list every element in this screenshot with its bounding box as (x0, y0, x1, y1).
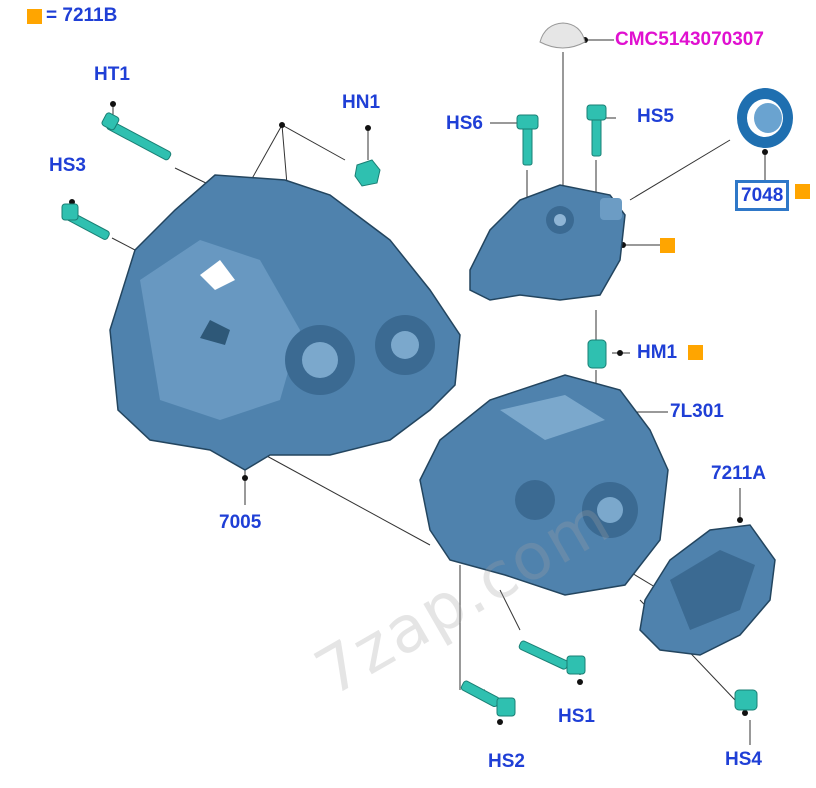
callout-7048-highlighted[interactable]: 7048 (735, 180, 790, 211)
seal-7048 (737, 88, 793, 148)
bolt-HS4 (734, 689, 758, 711)
gearbox-case-7L301 (419, 374, 669, 596)
nut-HN1 (354, 159, 381, 187)
marker-square-selector-housing (660, 238, 675, 253)
selector-housing (469, 184, 626, 301)
clutch-housing-7005 (109, 174, 461, 471)
callout-CMC5143070307[interactable]: CMC5143070307 (615, 29, 764, 50)
callout-HS6[interactable]: HS6 (446, 113, 483, 134)
pin-HM1 (587, 339, 607, 369)
callout-7L301[interactable]: 7L301 (670, 401, 724, 422)
legend-equals-label: = 7211B (46, 5, 118, 26)
callout-HS3[interactable]: HS3 (49, 155, 86, 176)
callout-HM1[interactable]: HM1 (637, 342, 678, 363)
bolt-HS5 (586, 104, 607, 157)
bolt-HT1 (101, 112, 172, 161)
bolt-HS2 (460, 680, 516, 717)
marker-square-7048 (795, 184, 810, 199)
end-cover-7211A (639, 524, 776, 656)
bolt-HS6 (516, 114, 539, 166)
cap-part (539, 22, 586, 49)
callout-HT1[interactable]: HT1 (94, 64, 130, 85)
callout-HS5[interactable]: HS5 (637, 106, 674, 127)
callout-HS4[interactable]: HS4 (725, 749, 762, 770)
bolt-HS3 (61, 203, 110, 240)
marker-square-HM1 (688, 345, 703, 360)
callout-HS2[interactable]: HS2 (488, 751, 525, 772)
callout-HN1[interactable]: HN1 (342, 92, 381, 113)
callout-7005[interactable]: 7005 (219, 512, 262, 533)
bolt-HS1 (518, 640, 586, 675)
legend-marker-square (27, 9, 42, 24)
callout-7211A[interactable]: 7211A (711, 463, 766, 484)
fasteners (61, 104, 758, 717)
callout-HS1[interactable]: HS1 (558, 706, 595, 727)
